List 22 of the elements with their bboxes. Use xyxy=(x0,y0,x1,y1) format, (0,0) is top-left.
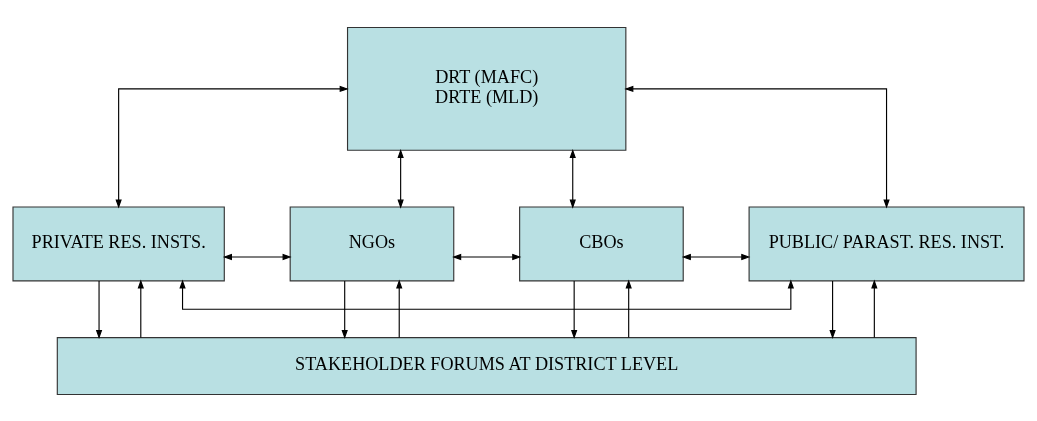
arrow xyxy=(871,278,878,338)
arrow xyxy=(222,253,292,260)
arrow xyxy=(829,279,836,339)
arrow xyxy=(569,148,576,209)
arrow xyxy=(681,253,751,260)
node-box: PUBLIC/ PARAST. RES. INST. xyxy=(748,205,1025,281)
arrow xyxy=(341,279,348,339)
node-box: PRIVATE RES. INSTS. xyxy=(12,205,225,281)
arrow xyxy=(452,253,522,260)
node-box: CBOs xyxy=(519,205,684,281)
node-box: STAKEHOLDER FORUMS AT DISTRICT LEVEL xyxy=(56,336,917,395)
arrow xyxy=(624,85,890,209)
arrow xyxy=(570,279,578,339)
arrow xyxy=(397,148,404,209)
arrow xyxy=(95,279,103,339)
arrow xyxy=(625,278,632,338)
arrow xyxy=(137,278,144,338)
arrow xyxy=(115,85,349,209)
arrow xyxy=(396,278,403,338)
arrow xyxy=(179,278,795,310)
node-box: DRT (MAFC) DRTE (MLD) xyxy=(346,26,627,151)
node-box: NGOs xyxy=(289,205,455,281)
